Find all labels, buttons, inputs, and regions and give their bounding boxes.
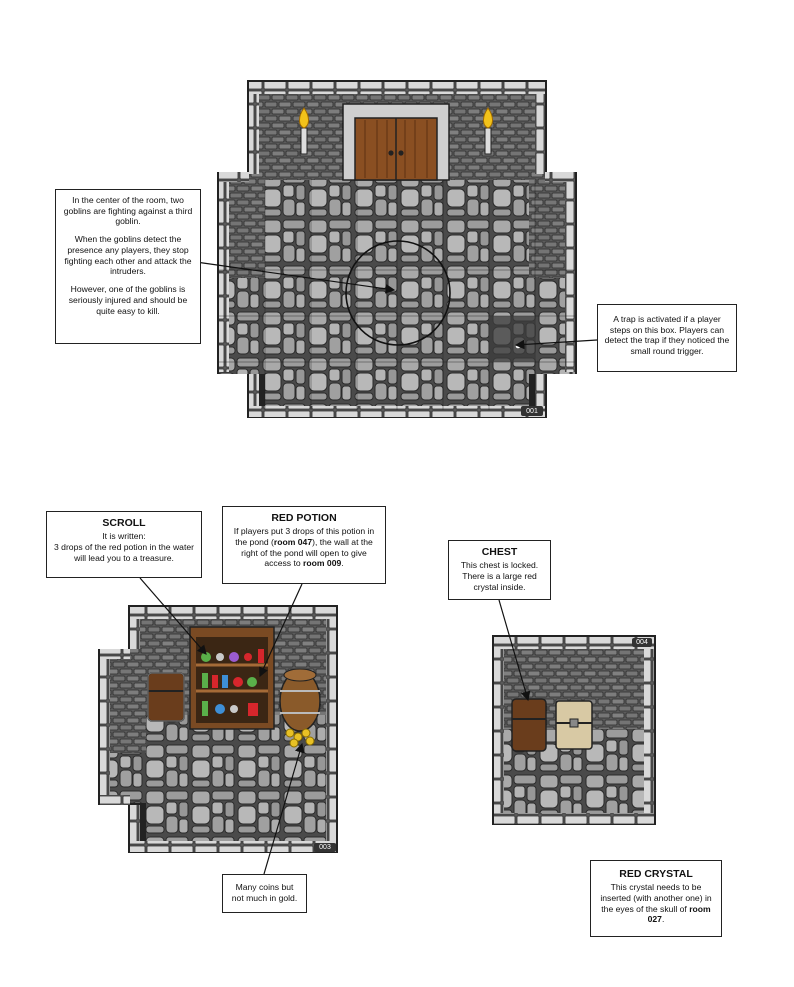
note-trap: A trap is activated if a player steps on… — [597, 304, 737, 372]
room-009-ref: room 009 — [303, 558, 342, 569]
room-047-ref: room 047 — [273, 536, 313, 547]
note-chest-text: This chest is locked. There is a large r… — [460, 560, 539, 592]
goblin-area-circle — [345, 240, 451, 346]
room-001-tile-number: 001 — [526, 408, 538, 415]
chest-wooden-icon — [511, 698, 547, 752]
chest-locked-icon — [555, 700, 593, 750]
torch-right-icon — [483, 107, 493, 155]
room-003-map — [98, 605, 338, 853]
note-chest-title: CHEST — [481, 546, 518, 558]
potion-shelf — [189, 626, 275, 730]
note-coins: Many coins but not much in gold. — [222, 874, 307, 913]
chest-icon — [147, 672, 185, 722]
gold-coins-icon — [285, 728, 315, 748]
note-chest: CHEST This chest is locked. There is a l… — [448, 540, 551, 600]
note-red-crystal: RED CRYSTAL This crystal needs to be ins… — [590, 860, 722, 937]
note-scroll-line1: It is written: — [102, 531, 146, 542]
room-004-tile-number: 004 — [636, 639, 648, 646]
room-004-map — [492, 635, 656, 825]
trap-tile — [489, 316, 535, 362]
note-coins-text: Many coins but not much in gold. — [231, 882, 298, 903]
note-scroll-title: SCROLL — [102, 517, 146, 529]
note-goblins-p2: When the goblins detect the presence any… — [64, 234, 192, 277]
torch-left-icon — [299, 107, 309, 155]
note-red-crystal-text-2: . — [661, 914, 665, 925]
note-red-potion-text-3: . — [341, 558, 344, 569]
note-goblins-p3: However, one of the goblins is seriously… — [68, 284, 188, 316]
room-027-ref: room 027 — [647, 903, 711, 925]
note-red-potion: RED POTION If players put 3 drops of thi… — [222, 506, 386, 584]
note-red-crystal-text-1: This crystal needs to be inserted (with … — [600, 882, 712, 914]
note-scroll-line2: 3 drops of the red potion in the water w… — [54, 541, 194, 563]
door — [342, 103, 450, 181]
note-scroll: SCROLL It is written: 3 drops of the red… — [46, 511, 202, 578]
note-goblins: In the center of the room, two goblins a… — [55, 189, 201, 344]
room-001-map — [217, 80, 577, 418]
note-red-crystal-title: RED CRYSTAL — [619, 868, 693, 880]
note-red-potion-text-2: ), the wall at the right of the pond wil… — [241, 536, 373, 569]
note-goblins-p1: In the center of the room, two goblins a… — [63, 195, 193, 227]
barrel-icon — [279, 668, 321, 732]
note-red-potion-text-1: If players put 3 drops of this potion in… — [233, 526, 375, 547]
room-003-tile-number: 003 — [319, 844, 331, 851]
note-red-potion-title: RED POTION — [271, 512, 337, 524]
note-trap-text: A trap is activated if a player steps on… — [604, 314, 730, 357]
